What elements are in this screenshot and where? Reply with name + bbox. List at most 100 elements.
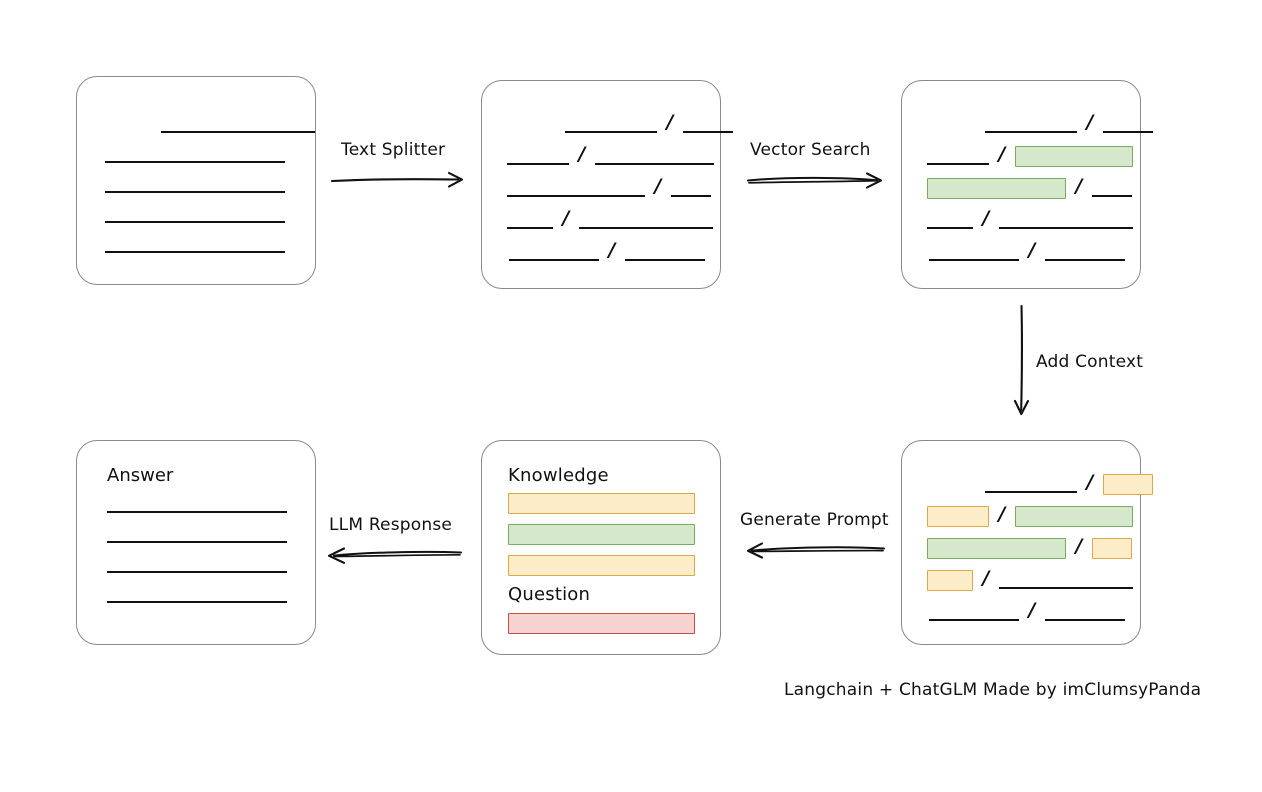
- knowledge-label: Knowledge: [508, 465, 609, 486]
- prompt-bar-green: [508, 524, 695, 545]
- document-row: [105, 173, 290, 195]
- arrow-llm-response: LLM Response: [320, 515, 470, 570]
- chunk-separator-slash: /: [1086, 110, 1094, 133]
- answer-text-line: [107, 541, 287, 543]
- text-line-segment: [161, 131, 315, 133]
- arrow-vector-search-label: Vector Search: [750, 140, 871, 160]
- arrow-llm-response-glyph: [327, 547, 462, 564]
- footer-credit: Langchain + ChatGLM Made by imClumsyPand…: [784, 680, 1202, 700]
- highlight-chip-yellow: [1092, 537, 1132, 559]
- chunk-separator-slash: /: [998, 502, 1006, 525]
- arrow-vector-search-glyph: [747, 172, 883, 189]
- chunk-separator-slash: /: [1028, 238, 1036, 261]
- chunk-separator-slash: /: [1086, 470, 1094, 493]
- prompt-box: Knowledge Question: [481, 440, 721, 655]
- document-row: /: [927, 566, 1138, 591]
- answer-text-line: [107, 511, 287, 513]
- arrow-add-context: Add Context: [1000, 302, 1160, 422]
- highlight-chip-yellow: [927, 505, 989, 527]
- text-line-segment: [929, 619, 1019, 621]
- text-line-segment: [579, 227, 713, 229]
- answer-box: Answer: [76, 440, 316, 645]
- document-row: /: [927, 142, 1138, 167]
- answer-label: Answer: [107, 465, 174, 486]
- chunk-separator-slash: /: [562, 206, 570, 229]
- chunk-separator-slash: /: [982, 566, 990, 589]
- highlight-chip-green: [1015, 505, 1133, 527]
- highlight-chip-green: [927, 537, 1066, 559]
- text-line-segment: [671, 195, 711, 197]
- document-row: [105, 203, 290, 225]
- arrow-text-splitter-label: Text Splitter: [341, 140, 446, 160]
- prompt-bar-red: [508, 613, 695, 634]
- text-line-segment: [1092, 195, 1132, 197]
- text-line-segment: [105, 191, 285, 193]
- text-line-segment: [985, 131, 1077, 133]
- text-line-segment: [1045, 259, 1125, 261]
- document-row: /: [927, 598, 1130, 623]
- arrow-text-splitter-glyph: [330, 171, 464, 188]
- text-line-segment: [1045, 619, 1125, 621]
- arrow-generate-prompt-label: Generate Prompt: [740, 510, 889, 530]
- question-label: Question: [508, 584, 591, 605]
- text-line-segment: [507, 195, 645, 197]
- text-line-segment: [929, 259, 1019, 261]
- chunk-separator-slash: /: [998, 142, 1006, 165]
- text-line-segment: [507, 227, 553, 229]
- arrow-text-splitter: Text Splitter: [330, 140, 470, 195]
- text-line-segment: [507, 163, 569, 165]
- prompt-bar-yellow: [508, 555, 695, 576]
- answer-text-line: [107, 571, 287, 573]
- text-line-segment: [565, 131, 657, 133]
- text-line-segment: [105, 161, 285, 163]
- source-document-box: [76, 76, 316, 285]
- highlight-chip-green: [927, 177, 1066, 199]
- highlight-chip-green: [1015, 145, 1133, 167]
- text-line-segment: [999, 227, 1133, 229]
- document-row: /: [507, 238, 710, 263]
- document-row: /: [927, 502, 1138, 527]
- document-row: /: [927, 470, 1158, 495]
- document-row: [105, 233, 290, 255]
- indent-spacer: [927, 252, 929, 253]
- document-row: /: [927, 110, 1158, 135]
- highlight-chip-yellow: [927, 569, 973, 591]
- indent-spacer: [507, 252, 509, 253]
- text-line-segment: [1103, 131, 1153, 133]
- chunk-separator-slash: /: [654, 174, 662, 197]
- document-row: /: [927, 238, 1130, 263]
- indent-spacer: [927, 484, 985, 485]
- text-line-segment: [927, 227, 973, 229]
- prompt-bar-yellow: [508, 493, 695, 514]
- answer-text-line: [107, 601, 287, 603]
- arrow-llm-response-label: LLM Response: [329, 515, 453, 535]
- text-line-segment: [625, 259, 705, 261]
- document-row: /: [507, 142, 719, 167]
- text-line-segment: [105, 251, 285, 253]
- arrow-add-context-glyph: [1013, 304, 1030, 416]
- document-row: /: [927, 208, 1138, 231]
- vector-matches-box: / / / / /: [901, 80, 1153, 289]
- text-line-segment: [985, 491, 1077, 493]
- text-line-segment: [595, 163, 714, 165]
- indent-spacer: [507, 124, 565, 125]
- document-row: [105, 113, 320, 135]
- chunk-separator-slash: /: [608, 238, 616, 261]
- arrow-generate-prompt-glyph: [746, 542, 885, 559]
- text-line-segment: [509, 259, 599, 261]
- document-row: /: [927, 534, 1137, 559]
- text-line-segment: [105, 221, 285, 223]
- chunk-separator-slash: /: [578, 142, 586, 165]
- highlight-chip-yellow: [1103, 473, 1153, 495]
- chunk-separator-slash: /: [1075, 174, 1083, 197]
- indent-spacer: [927, 124, 985, 125]
- document-row: /: [507, 112, 738, 135]
- document-row: /: [507, 174, 716, 199]
- context-added-box: / / / / /: [901, 440, 1153, 645]
- document-row: [105, 143, 290, 165]
- chunk-separator-slash: /: [1075, 534, 1083, 557]
- text-line-segment: [927, 163, 989, 165]
- chunk-separator-slash: /: [1028, 598, 1036, 621]
- text-line-segment: [683, 131, 733, 133]
- arrow-vector-search: Vector Search: [746, 140, 886, 195]
